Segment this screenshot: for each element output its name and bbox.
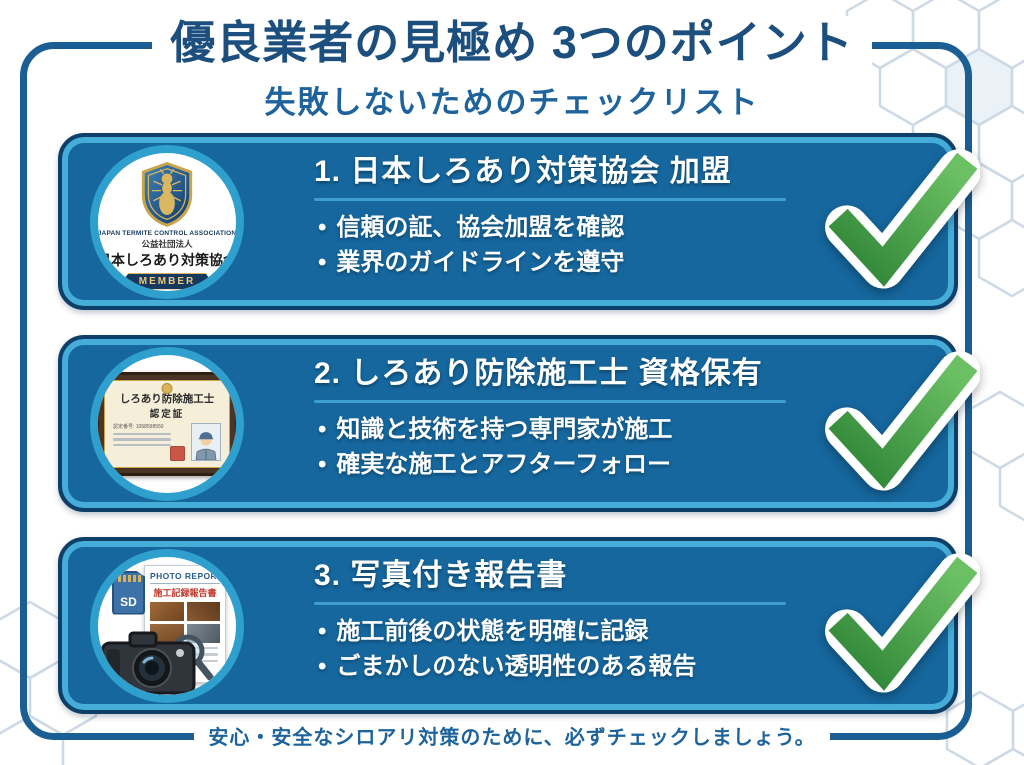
bullet-item: 施工前後の状態を明確に記録	[314, 615, 786, 650]
sd-card-icon: SD	[112, 570, 145, 615]
page-title: 優良業者の見極め 3つのポイント	[152, 16, 872, 70]
title-row: 優良業者の見極め 3つのポイント	[0, 16, 1024, 70]
heading-separator	[314, 198, 786, 201]
sd-card-label: SD	[120, 594, 137, 609]
checklist-cards: JAPAN TERMITE CONTROL ASSOCIATION 公益社団法人…	[58, 133, 980, 714]
certificate-subtitle: 認定証	[149, 408, 185, 420]
certificate-text-line	[113, 443, 171, 446]
report-jp-title: 施工記録報告書	[153, 587, 217, 598]
bullet-list: 知識と技術を持つ専門家が施工 確実な施工とアフターフォロー	[314, 413, 786, 483]
card-heading: 3. 写真付き報告書	[314, 559, 568, 592]
photo-report-camera-icon: PHOTO REPORT 施工記録報告書	[90, 548, 244, 703]
bullet-item: 確実な施工とアフターフォロー	[314, 448, 786, 483]
termite-shield-icon	[141, 161, 193, 227]
certificate-text-line	[113, 438, 171, 441]
footer-message: 安心・安全なシロアリ対策のために、必ずチェックしましょう。	[194, 722, 830, 754]
card-content: 2. しろあり防除施工士 資格保有 知識と技術を持つ専門家が施工 確実な施工とア…	[314, 339, 786, 483]
medal-icon	[161, 382, 173, 394]
bullet-item: 知識と技術を持つ専門家が施工	[314, 413, 786, 448]
camera-icon	[100, 631, 196, 694]
certificate-paper: しろあり防除施工士 認定証 認定番号: 1058598550	[104, 379, 230, 468]
bullet-item: 業界のガイドラインを遵守	[314, 246, 786, 281]
association-member-badge-icon: JAPAN TERMITE CONTROL ASSOCIATION 公益社団法人…	[90, 144, 244, 299]
worker-photo-icon	[191, 422, 221, 461]
certificate-text-line	[113, 432, 171, 435]
card-association-membership: JAPAN TERMITE CONTROL ASSOCIATION 公益社団法人…	[58, 133, 980, 310]
report-scene: PHOTO REPORT 施工記録報告書	[98, 557, 236, 695]
sd-card-pins	[118, 574, 141, 582]
report-title: PHOTO REPORT	[150, 571, 222, 584]
heading-separator	[314, 400, 786, 403]
card-photo-report: PHOTO REPORT 施工記録報告書	[58, 537, 980, 714]
bullet-item: ごまかしのない透明性のある報告	[314, 650, 786, 685]
association-name-en: JAPAN TERMITE CONTROL ASSOCIATION	[97, 229, 237, 237]
bullet-list: 信頼の証、協会加盟を確認 業界のガイドラインを遵守	[314, 211, 786, 281]
check-icon	[825, 148, 980, 289]
page-subtitle: 失敗しないためのチェックリスト	[264, 85, 760, 120]
bullet-item: 信頼の証、協会加盟を確認	[314, 211, 786, 246]
footer-row: 安心・安全なシロアリ対策のために、必ずチェックしましょう。	[0, 722, 1024, 754]
red-seal-icon	[170, 445, 185, 461]
page-fold-icon	[214, 564, 226, 577]
association-type: 公益社団法人	[141, 238, 193, 249]
check-icon	[825, 552, 980, 693]
association-badge: JAPAN TERMITE CONTROL ASSOCIATION 公益社団法人…	[98, 153, 236, 291]
association-name-jp: 日本しろあり対策協会	[97, 251, 237, 268]
card-content: 1. 日本しろあり対策協会 加盟 信頼の証、協会加盟を確認 業界のガイドラインを…	[314, 137, 786, 281]
card-heading: 1. 日本しろあり対策協会 加盟	[314, 155, 732, 188]
card-heading: 2. しろあり防除施工士 資格保有	[314, 357, 763, 390]
check-icon	[825, 350, 980, 491]
certificate-title: しろあり防除施工士	[119, 392, 215, 405]
damage-photo	[186, 601, 220, 621]
heading-separator	[314, 602, 786, 605]
card-content: 3. 写真付き報告書 施工前後の状態を明確に記録 ごまかしのない透明性のある報告	[314, 541, 786, 685]
certificate-number: 認定番号: 1058598550	[113, 423, 164, 430]
bullet-list: 施工前後の状態を明確に記録 ごまかしのない透明性のある報告	[314, 615, 786, 685]
damage-photo	[150, 601, 184, 621]
subtitle-row: 失敗しないためのチェックリスト	[0, 77, 1024, 122]
damage-photo	[150, 623, 184, 643]
certificate-frame: しろあり防除施工士 認定証 認定番号: 1058598550	[98, 371, 236, 476]
certificate-icon: しろあり防除施工士 認定証 認定番号: 1058598550	[90, 346, 244, 501]
member-ribbon: MEMBER	[122, 272, 212, 290]
card-license-qualification: しろあり防除施工士 認定証 認定番号: 1058598550	[58, 335, 980, 512]
